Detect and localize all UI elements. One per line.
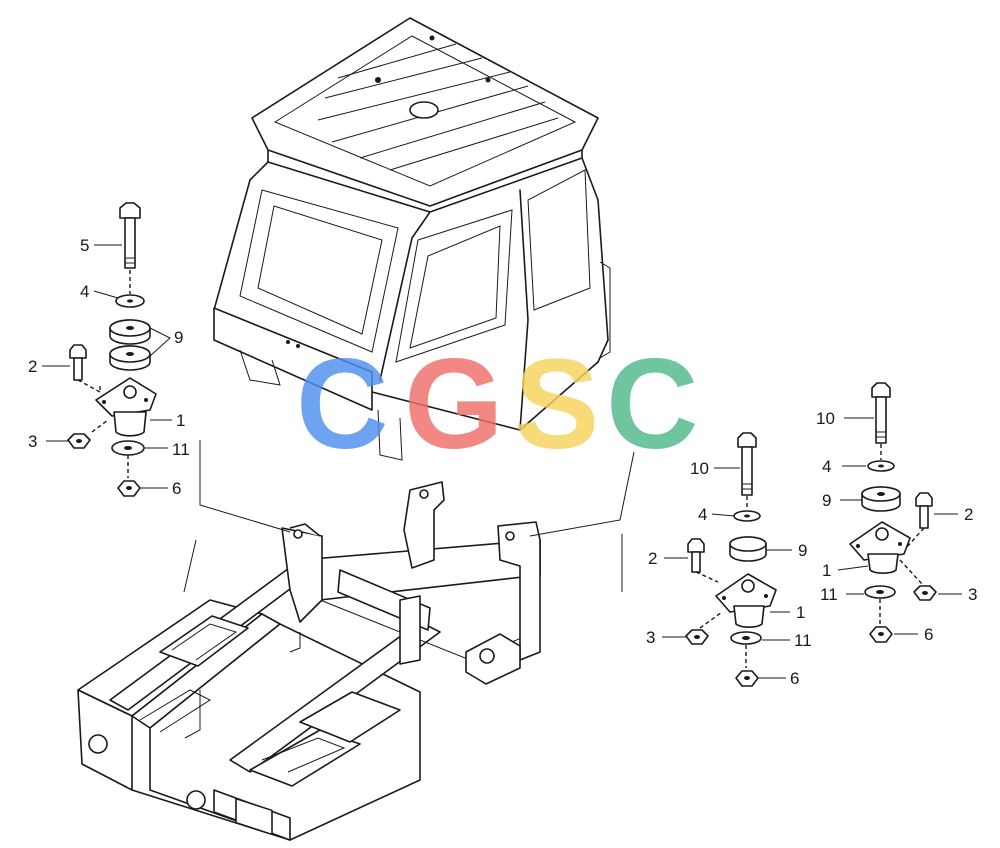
callout-right-2: 2 bbox=[964, 505, 973, 524]
callout-left-2: 2 bbox=[28, 357, 37, 376]
watermark: C G S C bbox=[296, 333, 698, 476]
callout-right-11: 11 bbox=[820, 585, 838, 604]
watermark-letter-s: S bbox=[514, 333, 599, 476]
callout-middle-2: 2 bbox=[648, 549, 657, 568]
callout-left-4: 4 bbox=[80, 282, 89, 301]
callout-middle-11: 11 bbox=[794, 631, 812, 650]
right-mount-assembly: 10 4 9 2 1 11 3 6 bbox=[816, 382, 977, 644]
bolt-5 bbox=[119, 202, 141, 269]
callout-middle-6: 6 bbox=[790, 669, 799, 688]
mount-1 bbox=[95, 377, 157, 437]
leader-lines bbox=[183, 440, 635, 593]
callout-left-5: 5 bbox=[80, 236, 89, 255]
callout-right-3: 3 bbox=[968, 585, 977, 604]
callout-middle-10: 10 bbox=[690, 459, 709, 478]
cab bbox=[213, 17, 611, 461]
callout-right-6: 6 bbox=[924, 625, 933, 644]
callout-left-9: 9 bbox=[174, 328, 183, 347]
roof-ribs bbox=[317, 43, 559, 171]
callout-middle-4: 4 bbox=[698, 505, 707, 524]
callout-middle-1: 1 bbox=[796, 603, 805, 622]
callout-right-9: 9 bbox=[822, 491, 831, 510]
watermark-letter-g: G bbox=[404, 333, 504, 476]
callout-left-11: 11 bbox=[172, 440, 190, 459]
watermark-letter-c2: C bbox=[606, 333, 698, 476]
callout-middle-9: 9 bbox=[798, 541, 807, 560]
left-mount-assembly: 5 4 9 2 1 3 11 6 bbox=[28, 202, 190, 498]
callout-right-4: 4 bbox=[822, 457, 831, 476]
middle-mount-assembly: 10 4 9 2 1 3 11 6 bbox=[646, 432, 812, 688]
chassis-frame bbox=[77, 481, 541, 841]
callout-left-3: 3 bbox=[28, 432, 37, 451]
callout-middle-3: 3 bbox=[646, 628, 655, 647]
callout-right-1: 1 bbox=[822, 561, 831, 580]
callout-right-10: 10 bbox=[816, 409, 835, 428]
callout-left-6: 6 bbox=[172, 479, 181, 498]
callout-left-1: 1 bbox=[176, 411, 185, 430]
watermark-letter-c: C bbox=[296, 333, 388, 476]
